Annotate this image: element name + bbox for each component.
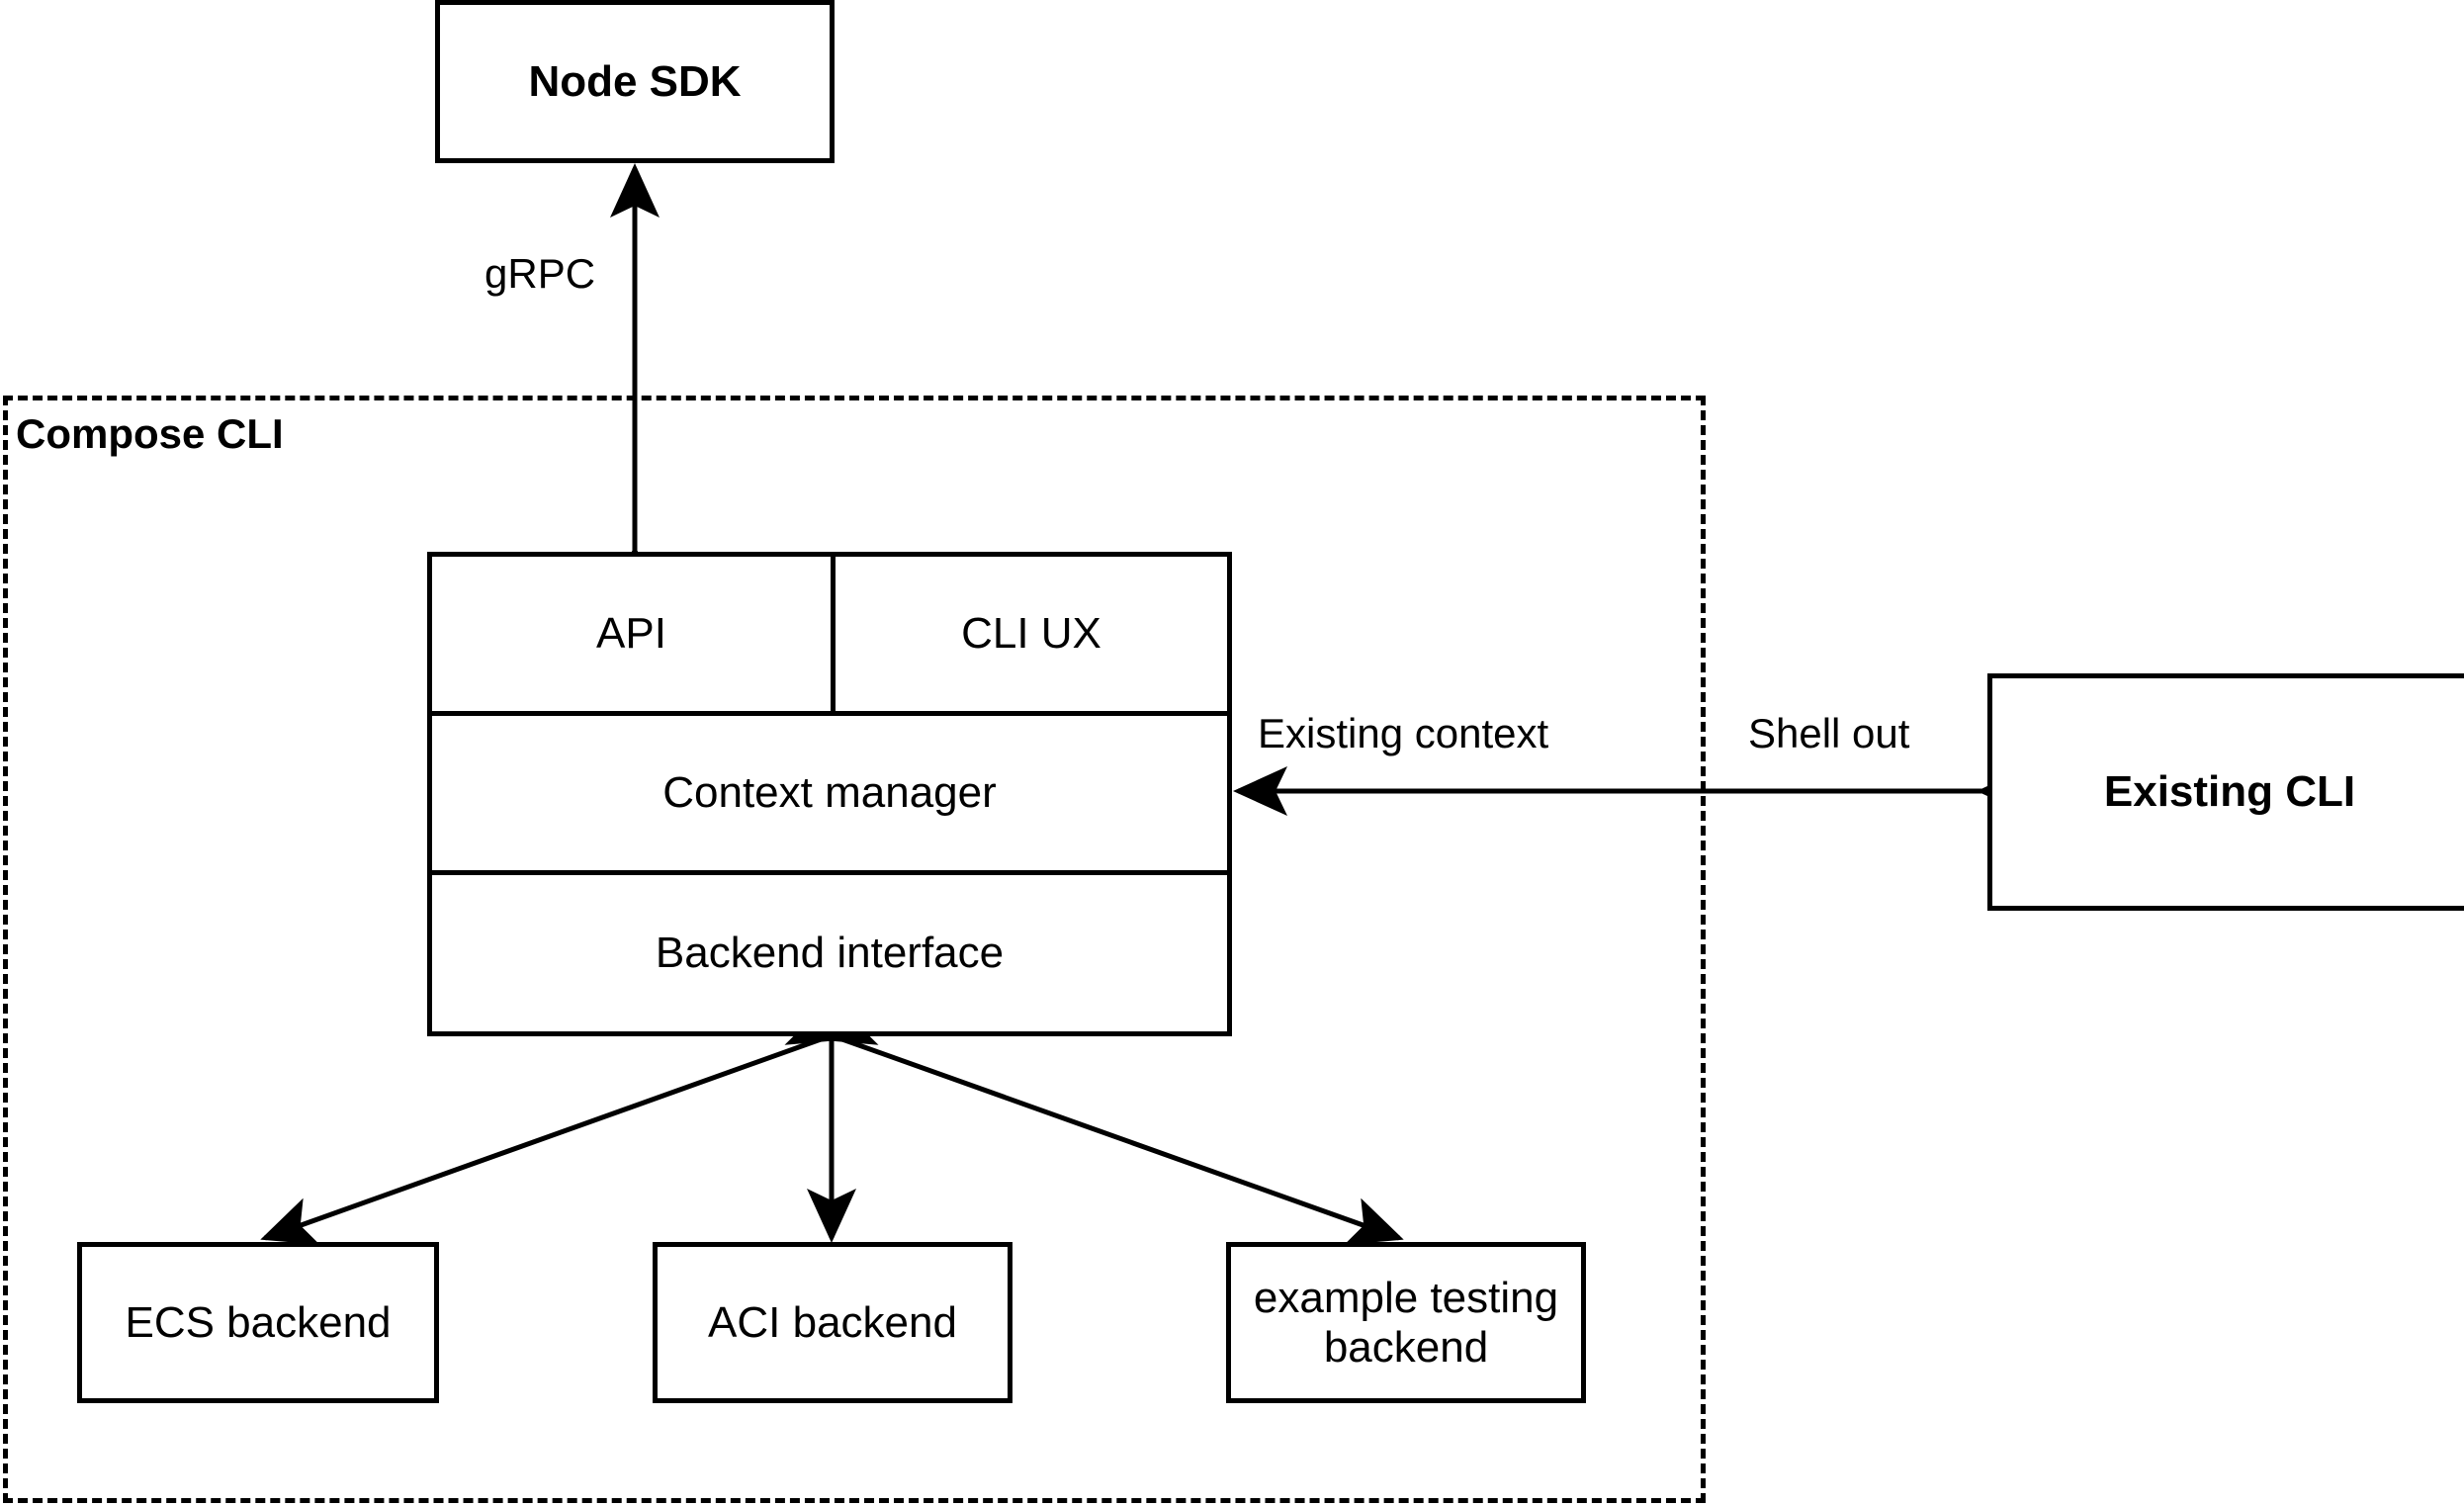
edge-example-testing <box>784 998 1404 1245</box>
api-box[interactable]: API <box>427 552 836 716</box>
aci-backend-box[interactable]: ACI backend <box>653 1242 1012 1403</box>
backend-interface-box[interactable]: Backend interface <box>427 870 1232 1036</box>
compose-cli-stack: API CLI UX Context manager Backend inter… <box>427 552 1232 1036</box>
edge-label-shell-out: Shell out <box>1748 710 1910 756</box>
edge-label-existing-context: Existing context <box>1258 710 1549 756</box>
compose-cli-group <box>3 396 1706 1503</box>
example-testing-backend-line1: example testing <box>1253 1274 1559 1323</box>
example-testing-backend-box[interactable]: example testing backend <box>1226 1242 1586 1403</box>
node-sdk-box[interactable]: Node SDK <box>435 0 835 163</box>
edge-label-grpc: gRPC <box>484 250 596 297</box>
context-manager-box[interactable]: Context manager <box>427 711 1232 875</box>
ecs-backend-box[interactable]: ECS backend <box>77 1242 439 1403</box>
existing-cli-box[interactable]: Existing CLI <box>1987 673 2464 911</box>
cli-ux-box[interactable]: CLI UX <box>831 552 1232 716</box>
compose-cli-group-label: Compose CLI <box>16 410 284 457</box>
example-testing-backend-line2: backend <box>1323 1322 1489 1372</box>
edge-ecs <box>260 998 879 1245</box>
